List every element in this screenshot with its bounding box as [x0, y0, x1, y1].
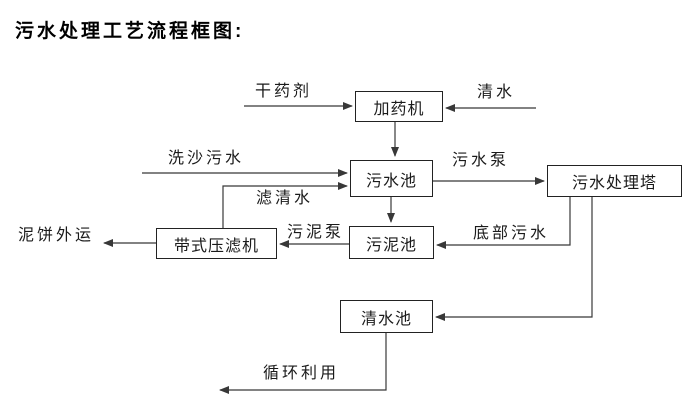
label-dry-agent: 干药剂	[255, 83, 313, 100]
label-sludge-pump: 污泥泵	[287, 224, 345, 241]
node-dosing-machine: 加药机	[355, 91, 443, 122]
label-sand-wash-sewage: 洗沙污水	[168, 150, 245, 167]
arrow-clean-water-pool-to-recycle	[219, 333, 387, 394]
node-belt-filter-press: 带式压滤机	[156, 228, 277, 259]
node-sewage-pool: 污水池	[350, 160, 433, 197]
label-sewage-pump: 污水泵	[452, 152, 510, 169]
label-recycle-use: 循环利用	[263, 365, 340, 382]
node-sludge-pool: 污泥池	[349, 226, 434, 259]
label-bottom-sewage: 底部污水	[473, 225, 550, 242]
label-clean-water: 清水	[477, 84, 516, 101]
node-treatment-tower: 污水处理塔	[547, 165, 682, 197]
node-clean-water-pool: 清水池	[340, 300, 433, 333]
arrow-tower-to-clean-water-pool	[435, 197, 593, 321]
arrow-bottom-sewage-tower-to-sludge-pool	[436, 197, 571, 249]
arrow-filtered-water-press-to-sewage-pool	[222, 182, 348, 228]
page-title: 污水处理工艺流程框图:	[15, 21, 245, 42]
label-mud-cake-out: 泥饼外运	[18, 227, 95, 244]
label-filtered-water: 滤清水	[256, 190, 314, 207]
